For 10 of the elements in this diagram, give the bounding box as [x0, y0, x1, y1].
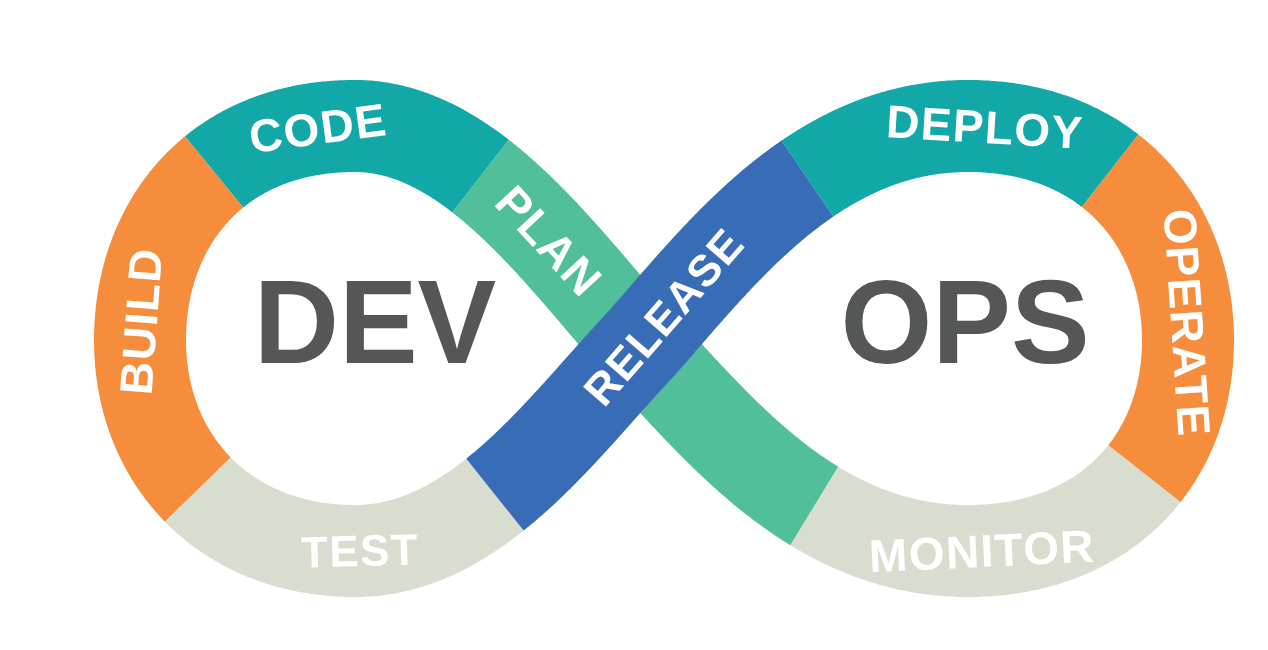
- center-label: DEV: [253, 263, 497, 381]
- segment-label: DEPLOY: [885, 97, 1086, 156]
- segment-label: CODE: [246, 96, 391, 161]
- loop-segment: [790, 445, 1181, 597]
- loop-segment: [94, 136, 244, 522]
- loop-segment: [781, 80, 1139, 217]
- segment-label: OPERATE: [1156, 207, 1218, 439]
- segment-label: BUILD: [112, 245, 170, 397]
- loop-segment: [165, 457, 524, 597]
- center-label: OPS: [840, 263, 1090, 381]
